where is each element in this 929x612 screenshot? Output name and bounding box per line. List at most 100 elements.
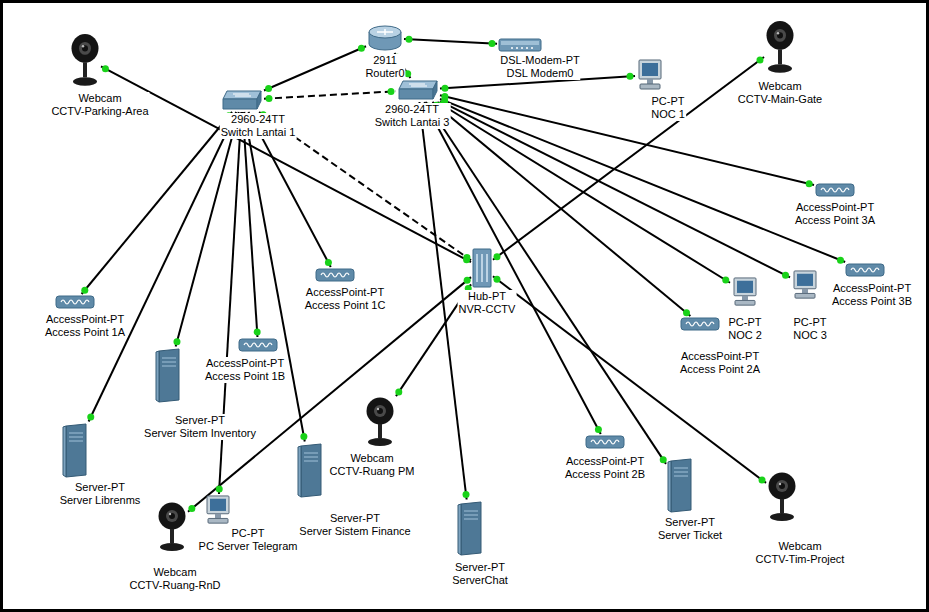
device-label: AccessPoint-PTAccess Point 3B xyxy=(831,282,913,308)
device-name: CCTV-Parking-Area xyxy=(50,105,149,118)
network-device: Server-PTServer Librenms xyxy=(62,423,88,478)
device-name: Access Point 2B xyxy=(564,468,646,481)
network-device: WebcamCCTV-Tim-Project xyxy=(767,467,797,523)
device-name: Access Point 1A xyxy=(44,326,126,339)
network-device: AccessPoint-PTAccess Point 2A xyxy=(680,317,720,331)
link-light xyxy=(358,45,365,52)
network-device: AccessPoint-PTAccess Point 1B xyxy=(238,338,278,352)
network-cable xyxy=(440,99,845,262)
link-light xyxy=(782,272,789,279)
link-light xyxy=(81,287,88,294)
device-type: Server-PT xyxy=(298,512,411,525)
webcam-icon xyxy=(157,497,187,553)
device-label: WebcamCCTV-Parking-Area xyxy=(50,92,149,118)
device-type: Server-PT xyxy=(657,516,723,529)
network-cable xyxy=(82,112,232,294)
access-point-icon xyxy=(680,317,720,331)
network-device: WebcamCCTV-Main-Gate xyxy=(765,15,795,75)
hub-icon xyxy=(472,248,492,288)
device-type: Server-PT xyxy=(451,561,509,574)
link-light xyxy=(441,85,448,92)
device-type: Webcam xyxy=(737,80,823,93)
network-device: AccessPoint-PTAccess Point 3A xyxy=(815,183,855,197)
device-name: DSL Modem0 xyxy=(499,67,580,80)
network-device: AccessPoint-PTAccess Point 1C xyxy=(315,268,355,282)
network-cable xyxy=(440,101,790,277)
device-type: AccessPoint-PT xyxy=(304,286,387,299)
device-type: Webcam xyxy=(50,92,149,105)
device-name: CCTV-Main-Gate xyxy=(737,93,823,106)
network-device: AccessPoint-PTAccess Point 1A xyxy=(55,295,95,309)
server-icon xyxy=(155,348,181,403)
link-light xyxy=(87,413,94,420)
network-device: Hub-PTNVR-CCTV xyxy=(472,248,492,288)
device-type: Webcam xyxy=(128,566,221,579)
device-name: Switch Lantai 3 xyxy=(374,116,451,129)
webcam-icon xyxy=(70,28,100,88)
network-device: DSL-Modem-PTDSL Modem0 xyxy=(498,38,542,52)
link-light xyxy=(463,256,470,263)
device-type: AccessPoint-PT xyxy=(679,350,761,363)
link-light xyxy=(254,329,261,336)
link-light xyxy=(627,73,634,80)
network-device: Server-PTServer Ticket xyxy=(667,458,693,513)
device-label: PC-PTNOC 1 xyxy=(650,95,686,121)
device-label: PC-PTNOC 3 xyxy=(792,316,828,342)
link-light xyxy=(405,36,412,43)
network-device: Server-PTServer Sitem Inventory xyxy=(155,348,181,403)
device-name: Access Point 1C xyxy=(304,299,387,312)
device-type: PC-PT xyxy=(650,95,686,108)
network-device: 2960-24TTSwitch Lantai 1 xyxy=(221,89,263,111)
device-label: DSL-Modem-PTDSL Modem0 xyxy=(499,54,580,80)
network-device: PC-PTNOC 1 xyxy=(636,59,664,91)
network-cable xyxy=(424,102,600,434)
device-type: Server-PT xyxy=(59,481,142,494)
link-light xyxy=(388,88,395,95)
link-light xyxy=(837,257,844,264)
server-icon xyxy=(297,443,323,498)
link-light xyxy=(173,338,180,345)
network-cable xyxy=(264,46,366,90)
device-name: Server Librenms xyxy=(59,494,142,507)
network-device: Server-PTServerChat xyxy=(457,501,483,556)
device-name: Access Point 3B xyxy=(831,295,913,308)
device-label: AccessPoint-PTAccess Point 1B xyxy=(204,357,286,383)
device-label: Server-PTServerChat xyxy=(451,561,509,587)
crossover-cable xyxy=(264,91,396,99)
link-light xyxy=(489,40,496,47)
pc-icon xyxy=(731,277,759,307)
device-name: NOC 3 xyxy=(792,329,828,342)
link-light xyxy=(265,85,272,92)
device-name: Access Point 2A xyxy=(679,363,761,376)
link-light xyxy=(464,277,471,284)
network-device: Server-PTServer Sistem Finance xyxy=(297,443,323,498)
access-point-icon xyxy=(315,268,355,282)
switch-icon xyxy=(221,89,263,111)
access-point-icon xyxy=(815,183,855,197)
network-cable xyxy=(426,102,666,464)
network-cable xyxy=(404,39,497,44)
link-light xyxy=(494,253,501,260)
device-name: Access Point 3A xyxy=(794,214,876,227)
device-label: AccessPoint-PTAccess Point 3A xyxy=(794,201,876,227)
device-name: NVR-CCTV xyxy=(458,303,517,316)
device-label: 2960-24TTSwitch Lantai 3 xyxy=(374,103,451,129)
link-light xyxy=(188,505,195,512)
webcam-icon xyxy=(767,467,797,523)
device-name: Switch Lantai 1 xyxy=(220,126,297,139)
device-label: WebcamCCTV-Tim-Project xyxy=(755,540,846,566)
link-light xyxy=(759,476,766,483)
device-label: Server-PTServer Librenms xyxy=(59,481,142,507)
link-light xyxy=(216,486,223,493)
network-cable xyxy=(440,95,814,185)
link-light xyxy=(265,95,272,102)
network-device: WebcamCCTV-Ruang PM xyxy=(365,392,395,448)
device-name: NOC 2 xyxy=(727,329,763,342)
network-device: WebcamCCTV-Ruang-RnD xyxy=(157,497,187,553)
router-icon xyxy=(367,24,403,52)
device-type: AccessPoint-PT xyxy=(44,313,126,326)
pc-icon xyxy=(636,59,664,91)
network-cable xyxy=(432,102,690,316)
link-light xyxy=(660,456,667,463)
